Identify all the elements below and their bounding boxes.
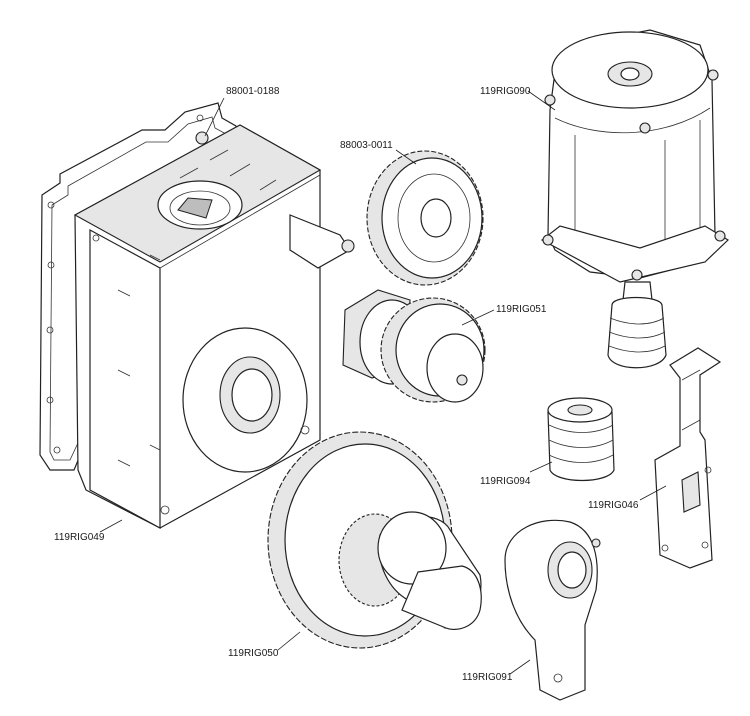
crank-arm-drawing bbox=[504, 519, 601, 701]
part-label-88003-0011: 88003-0011 bbox=[340, 140, 393, 151]
part-label-119RIG091: 119RIG091 bbox=[462, 672, 513, 683]
worm-drawing bbox=[547, 397, 615, 482]
motor-drawing bbox=[540, 29, 729, 369]
gearbox-housing-drawing bbox=[73, 124, 355, 530]
part-label-119RIG051: 119RIG051 bbox=[496, 304, 547, 315]
pinion-gear-drawing bbox=[342, 289, 486, 403]
large-gear-drawing bbox=[267, 431, 482, 649]
spur-gear-small-drawing bbox=[366, 150, 484, 286]
part-label-119RIG049: 119RIG049 bbox=[54, 532, 105, 543]
part-label-88001-0188: 88001-0188 bbox=[226, 86, 280, 97]
leader-lines bbox=[99, 90, 667, 675]
bracket-drawing bbox=[654, 347, 722, 569]
part-label-119RIG090: 119RIG090 bbox=[480, 86, 531, 97]
part-label-119RIG094: 119RIG094 bbox=[480, 476, 531, 487]
part-label-119RIG050: 119RIG050 bbox=[228, 648, 279, 659]
part-label-119RIG046: 119RIG046 bbox=[588, 500, 639, 511]
